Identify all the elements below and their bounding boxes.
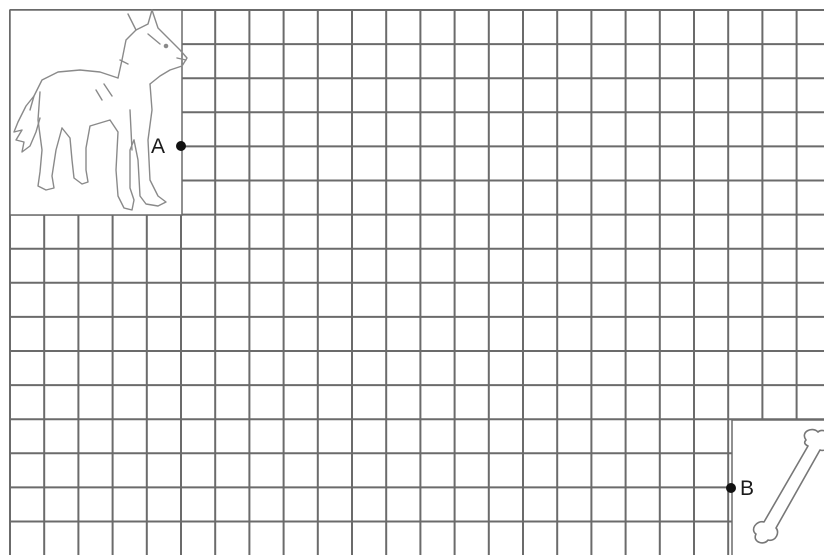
wolf-picture-box: [10, 10, 187, 215]
point-b-marker[interactable]: [726, 483, 736, 493]
point-b[interactable]: B: [726, 477, 754, 500]
point-b-label: B: [740, 477, 754, 500]
point-a-label: A: [151, 135, 165, 158]
point-a-marker[interactable]: [176, 141, 186, 151]
